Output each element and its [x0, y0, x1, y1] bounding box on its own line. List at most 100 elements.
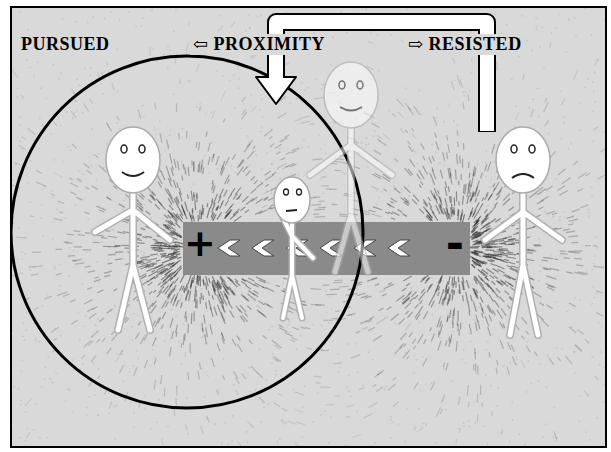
iron-filing [417, 174, 421, 180]
iron-filing [161, 438, 163, 447]
iron-filing [320, 414, 322, 416]
iron-filing [375, 204, 377, 205]
iron-filing [207, 208, 210, 219]
iron-filing [221, 200, 223, 204]
iron-filing [36, 170, 43, 174]
iron-filing [142, 236, 147, 238]
iron-filing [186, 424, 187, 430]
iron-filing [534, 245, 541, 246]
iron-filing [45, 296, 52, 299]
iron-filing [409, 159, 415, 167]
iron-filing [526, 345, 530, 352]
iron-filing [47, 356, 49, 357]
iron-filing [258, 349, 260, 351]
iron-filing [56, 274, 62, 275]
iron-filing [431, 333, 434, 341]
iron-filing [495, 219, 501, 223]
iron-filing [376, 34, 378, 36]
iron-filing [546, 423, 548, 425]
iron-filing [169, 134, 171, 136]
iron-filing [381, 191, 383, 193]
iron-filing [212, 276, 214, 281]
iron-filing [326, 188, 336, 190]
iron-filing [433, 180, 435, 185]
iron-filing [428, 215, 432, 220]
iron-filing [423, 166, 428, 175]
iron-filing [475, 276, 479, 282]
iron-filing [485, 277, 489, 281]
iron-filing [574, 250, 582, 251]
iron-filing [522, 317, 527, 323]
iron-filing [222, 358, 224, 360]
iron-filing [488, 305, 493, 314]
iron-filing [475, 322, 477, 330]
iron-filing [199, 362, 200, 369]
iron-filing [563, 229, 570, 230]
iron-filing [463, 184, 465, 193]
iron-filing [430, 327, 432, 331]
iron-filing [388, 283, 392, 285]
iron-filing [165, 302, 168, 308]
iron-filing [475, 363, 476, 371]
iron-filing [489, 243, 498, 245]
iron-filing [334, 161, 345, 162]
iron-filing [549, 357, 554, 364]
iron-filing [162, 254, 167, 256]
iron-filing [84, 300, 93, 305]
iron-filing [160, 253, 166, 254]
iron-filing [554, 431, 557, 440]
iron-filing [438, 274, 442, 283]
iron-filing [497, 238, 506, 240]
iron-filing [436, 205, 440, 214]
iron-filing [212, 198, 213, 202]
iron-filing [76, 197, 82, 200]
iron-filing [407, 407, 408, 409]
iron-filing [474, 250, 478, 252]
iron-filing [461, 210, 462, 217]
iron-filing [445, 181, 446, 188]
iron-filing [246, 286, 251, 290]
iron-filing [446, 363, 448, 371]
iron-filing [569, 327, 576, 333]
iron-filing [171, 167, 174, 176]
iron-filing [408, 185, 409, 187]
iron-filing [516, 113, 518, 121]
iron-filing [107, 197, 111, 199]
iron-filing [99, 210, 104, 212]
iron-filing [574, 71, 578, 80]
iron-filing [239, 309, 242, 313]
iron-filing [477, 260, 485, 264]
iron-filing [152, 270, 156, 272]
iron-filing [462, 196, 463, 205]
iron-filing [313, 213, 319, 215]
iron-filing [332, 36, 333, 38]
iron-filing [469, 324, 471, 329]
iron-filing [84, 212, 89, 214]
iron-filing [107, 123, 112, 131]
iron-filing [321, 185, 329, 186]
iron-filing [571, 242, 578, 244]
iron-filing [546, 386, 548, 387]
iron-filing [170, 153, 172, 163]
iron-filing [185, 352, 186, 358]
iron-filing [348, 390, 349, 392]
iron-filing [546, 305, 552, 309]
iron-filing [217, 390, 219, 395]
iron-filing [281, 419, 283, 421]
iron-filing [442, 289, 444, 295]
iron-filing [133, 313, 134, 314]
iron-filing [314, 209, 325, 211]
iron-filing [172, 187, 174, 188]
iron-filing [169, 49, 171, 50]
iron-filing [147, 277, 155, 282]
iron-filing [281, 158, 286, 160]
iron-filing [506, 257, 516, 259]
iron-filing [153, 239, 157, 241]
iron-filing [156, 260, 160, 261]
iron-filing [229, 80, 231, 81]
iron-filing [439, 162, 441, 163]
iron-filing [111, 333, 118, 341]
iron-filing [235, 279, 238, 282]
iron-filing [493, 206, 496, 209]
iron-filing [196, 142, 198, 148]
